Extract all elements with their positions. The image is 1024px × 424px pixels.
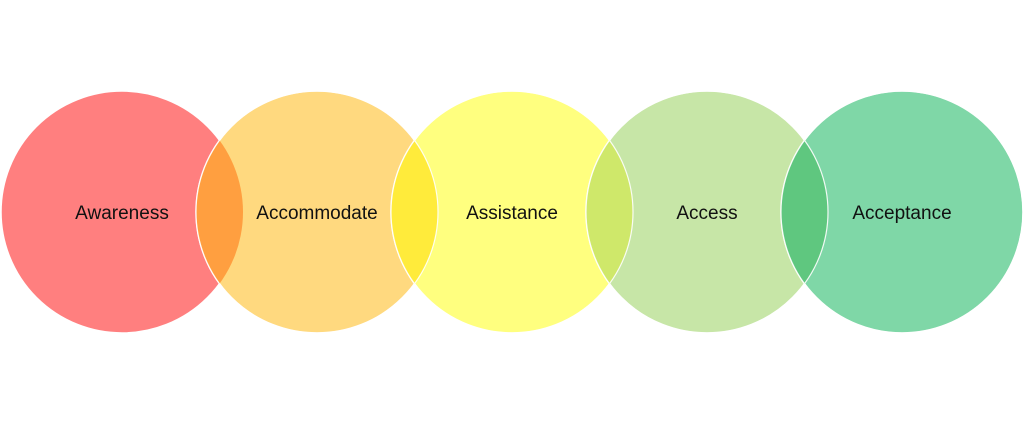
label-awareness: Awareness xyxy=(75,203,169,224)
labels-layer: Awareness Accommodate Assistance Access … xyxy=(75,203,951,224)
label-acceptance: Acceptance xyxy=(852,203,951,224)
outline-access xyxy=(585,90,829,334)
outline-acceptance xyxy=(780,90,1024,334)
label-accommodate: Accommodate xyxy=(256,203,377,224)
label-access: Access xyxy=(676,203,737,224)
outline-assistance xyxy=(390,90,634,334)
outlines-layer xyxy=(195,90,1024,334)
label-assistance: Assistance xyxy=(466,203,558,224)
outline-accommodate xyxy=(195,90,439,334)
circles-layer xyxy=(0,90,1024,334)
